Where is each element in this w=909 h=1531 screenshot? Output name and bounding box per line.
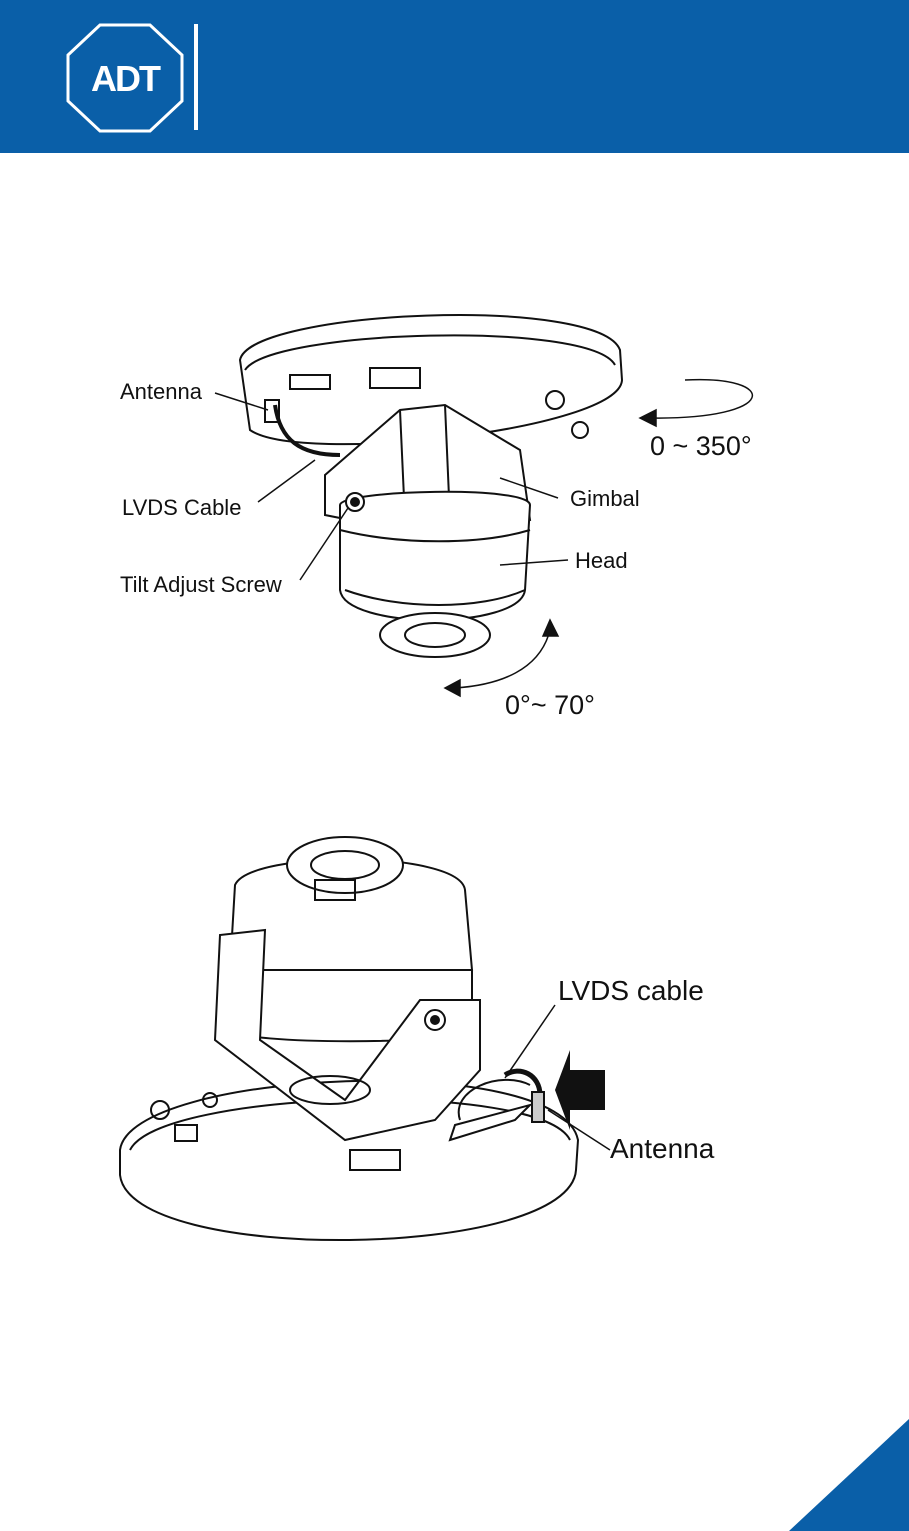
logo-text: ADT bbox=[91, 58, 161, 99]
logo-divider bbox=[194, 24, 198, 130]
camera-diagram-cable: LVDS cable Antenna bbox=[100, 820, 760, 1270]
label-tilt-adjust-screw: Tilt Adjust Screw bbox=[120, 574, 282, 596]
label-gimbal: Gimbal bbox=[570, 488, 640, 510]
corner-triangle bbox=[789, 1419, 909, 1531]
label-head: Head bbox=[575, 550, 628, 572]
label-lvds-cable-bottom: LVDS cable bbox=[558, 977, 704, 1005]
label-lvds-cable: LVDS Cable bbox=[122, 497, 241, 519]
label-antenna: Antenna bbox=[120, 381, 202, 403]
label-pan-range: 0 ~ 350° bbox=[650, 433, 752, 460]
label-tilt-range: 0°~ 70° bbox=[505, 692, 595, 719]
header-band: ADT bbox=[0, 0, 909, 153]
label-antenna-bottom: Antenna bbox=[610, 1135, 714, 1163]
camera-diagram-pan-tilt: Antenna LVDS Cable Tilt Adjust Screw Gim… bbox=[100, 290, 800, 730]
camera-drawing-bottom bbox=[100, 820, 760, 1270]
adt-logo: ADT bbox=[66, 23, 184, 133]
